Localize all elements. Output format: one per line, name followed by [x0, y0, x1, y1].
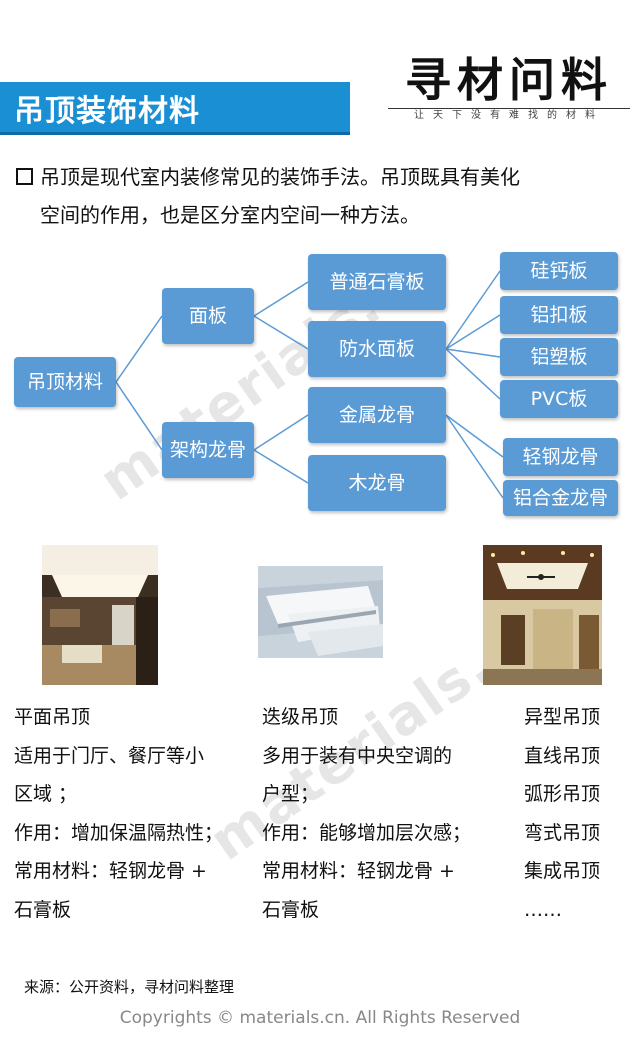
node-aluminum-plastic: 铝塑板 — [500, 338, 618, 376]
column-flat-ceiling: 平面吊顶 适用于门厅、餐厅等小 区域 ； 作用：增加保温隔热性； 常用材料：轻钢… — [14, 698, 223, 929]
node-light-steel-keel: 轻钢龙骨 — [503, 438, 618, 476]
copyright-notice: Copyrights © materials.cn. All Rights Re… — [119, 1008, 521, 1028]
column-line: 多用于装有中央空调的 — [262, 744, 453, 767]
flat-ceiling-photo — [42, 545, 158, 685]
node-frame-keel: 架构龙骨 — [162, 422, 254, 478]
intro-line: 空间的作用，也是区分室内空间一种方法。 — [40, 203, 420, 227]
node-pvc-board: PVC板 — [500, 380, 618, 418]
node-waterproof-panel: 防水面板 — [308, 321, 446, 377]
logo-tagline: 让天下没有难找的材料 — [388, 108, 630, 123]
node-metal-keel: 金属龙骨 — [308, 387, 446, 443]
column-line: 户型； — [262, 783, 320, 805]
column-line: 常用材料：轻钢龙骨 + — [262, 860, 455, 882]
column-line: 直线吊顶 — [524, 744, 601, 767]
title-banner: 吊顶装饰材料 — [0, 82, 350, 135]
node-wood-keel: 木龙骨 — [308, 455, 446, 511]
bullet-square-icon — [16, 168, 33, 185]
column-line: 适用于门厅、餐厅等小 — [14, 744, 205, 767]
column-line: 石膏板 — [14, 898, 72, 921]
column-line: 作用：能够增加层次感； — [262, 821, 472, 844]
column-line: 常用材料：轻钢龙骨 + — [14, 860, 207, 882]
column-line: 作用：增加保温隔热性； — [14, 821, 224, 844]
column-line: …… — [524, 898, 562, 921]
node-panel: 面板 — [162, 288, 254, 344]
node-aluminum-gusset: 铝扣板 — [500, 296, 618, 334]
column-line: 弧形吊顶 — [524, 783, 601, 805]
column-line: 区域 ； — [14, 783, 78, 805]
column-line: 石膏板 — [262, 898, 320, 921]
special-shaped-ceiling-photo — [483, 545, 602, 685]
node-calcium-silicate-board: 硅钙板 — [500, 252, 618, 290]
node-gypsum-board: 普通石膏板 — [308, 254, 446, 310]
tiered-ceiling-photo — [258, 566, 383, 658]
brand-logo: 寻材问料 让天下没有难找的材料 — [384, 52, 634, 124]
column-line: 异型吊顶 — [524, 706, 601, 728]
node-root: 吊顶材料 — [14, 357, 116, 407]
column-line: 迭级吊顶 — [262, 706, 339, 728]
column-special-ceiling: 异型吊顶 直线吊顶 弧形吊顶 弯式吊顶 集成吊顶 …… — [524, 698, 600, 929]
column-line: 集成吊顶 — [524, 860, 601, 882]
logo-text: 寻材问料 — [405, 53, 613, 107]
page-title: 吊顶装饰材料 — [14, 94, 200, 129]
intro-paragraph: 吊顶是现代室内装修常见的装饰手法。吊顶既具有美化 空间的作用，也是区分室内空间一… — [40, 158, 620, 234]
source-note: 来源：公开资料，寻材问料整理 — [24, 978, 235, 996]
node-aluminum-alloy-keel: 铝合金龙骨 — [503, 480, 618, 516]
column-line: 弯式吊顶 — [524, 821, 601, 844]
column-line: 平面吊顶 — [14, 706, 91, 728]
column-tiered-ceiling: 迭级吊顶 多用于装有中央空调的 户型； 作用：能够增加层次感； 常用材料：轻钢龙… — [262, 698, 471, 929]
intro-line: 吊顶是现代室内装修常见的装饰手法。吊顶既具有美化 — [40, 165, 520, 189]
